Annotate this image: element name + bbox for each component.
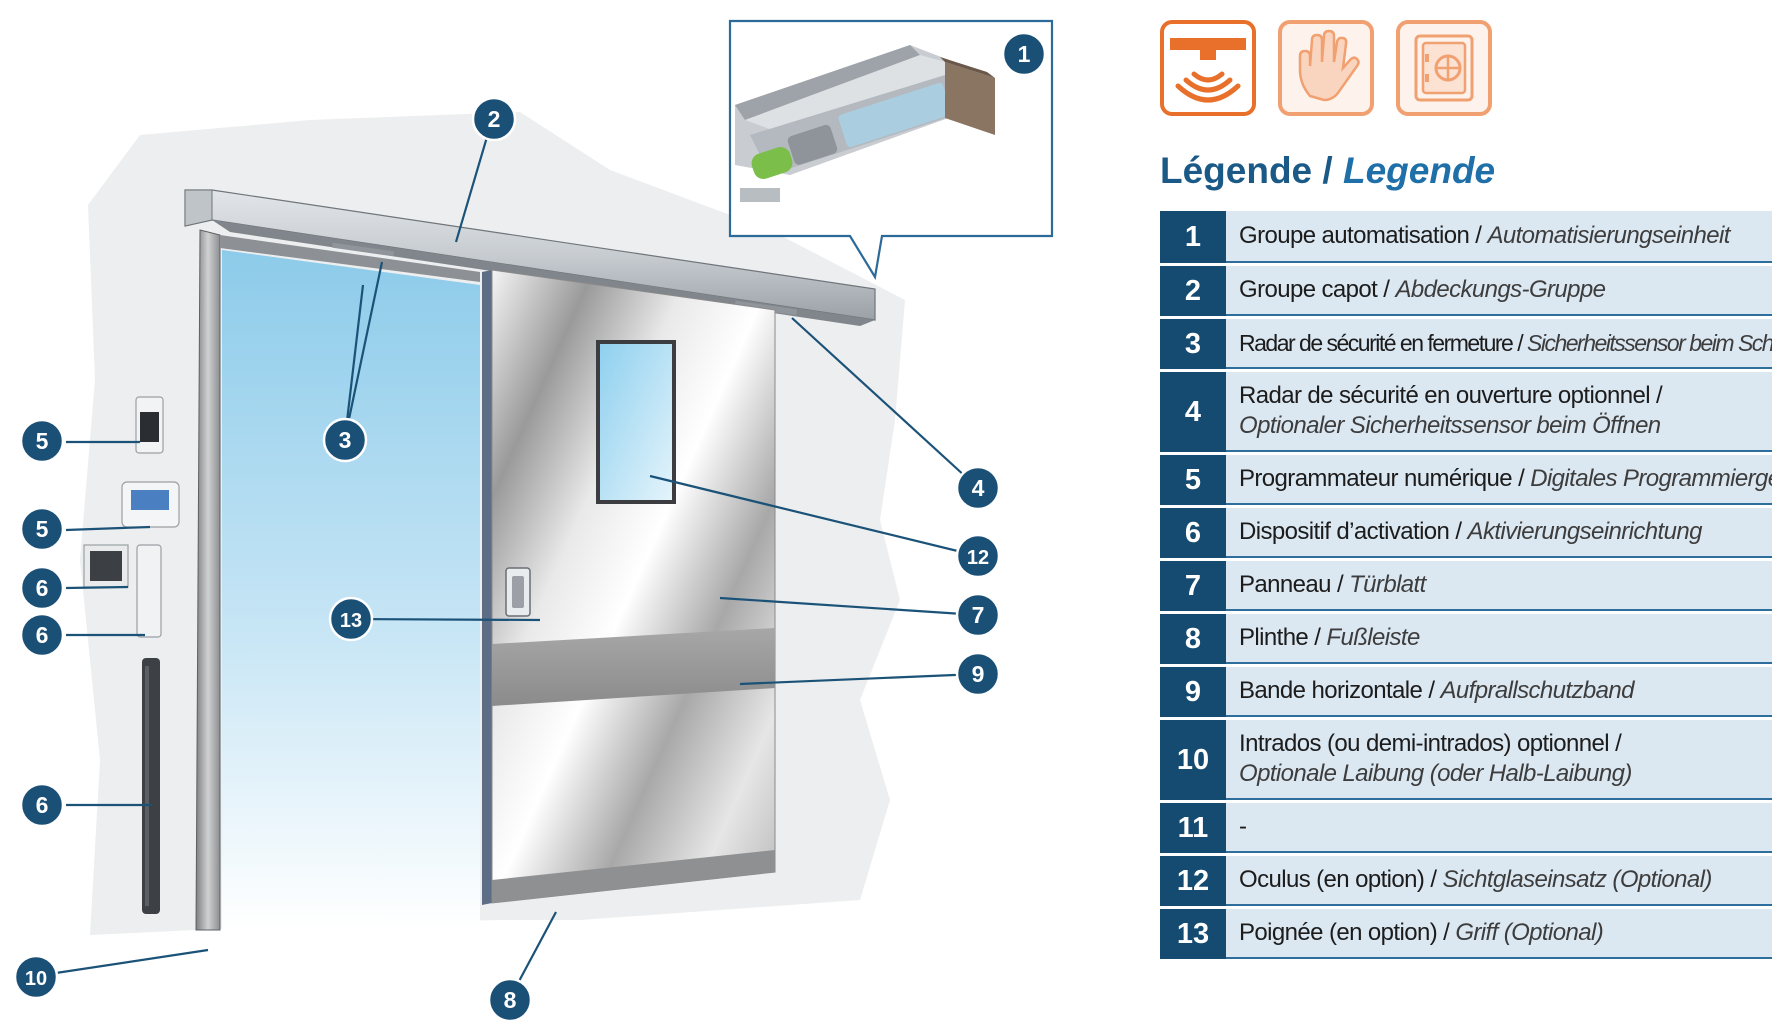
legend-number: 1 <box>1160 211 1226 263</box>
legend-text: Radar de sécurité en fermeture / Sicherh… <box>1226 319 1772 369</box>
svg-text:13: 13 <box>340 610 362 632</box>
safe-lock-icon <box>1396 20 1492 116</box>
hand-touch-icon <box>1278 20 1374 116</box>
svg-text:5: 5 <box>36 516 49 542</box>
svg-text:4: 4 <box>972 475 985 501</box>
svg-text:9: 9 <box>972 661 985 687</box>
svg-text:6: 6 <box>36 792 49 818</box>
legend-number: 4 <box>1160 372 1226 452</box>
legend-row-4: 4 Radar de sécurité en ouverture optionn… <box>1160 372 1772 452</box>
legend-row-2: 2 Groupe capot / Abdeckungs-Gruppe <box>1160 266 1772 316</box>
badge-6c: 6 <box>19 782 65 828</box>
legend-row-10: 10 Intrados (ou demi-intrados) optionnel… <box>1160 720 1772 800</box>
legend-text: Bande horizontale / Aufprallschutzband <box>1226 667 1772 717</box>
legend-number: 5 <box>1160 455 1226 505</box>
svg-text:12: 12 <box>967 547 989 569</box>
legend-text: Groupe capot / Abdeckungs-Gruppe <box>1226 266 1772 316</box>
legend-text: Plinthe / Fußleiste <box>1226 614 1772 664</box>
badge-6b: 6 <box>19 612 65 658</box>
legend-row-8: 8 Plinthe / Fußleiste <box>1160 614 1772 664</box>
svg-text:6: 6 <box>36 575 49 601</box>
legend-number: 11 <box>1160 803 1226 853</box>
legend-text: Dispositif d’activation / Aktivierungsei… <box>1226 508 1772 558</box>
badge-2: 2 <box>471 96 517 142</box>
legend-text: Poignée (en option) / Griff (Optional) <box>1226 909 1772 959</box>
svg-text:10: 10 <box>25 968 47 990</box>
legend-title: Légende / Legende <box>1160 150 1496 191</box>
legend-text: Programmateur numérique / Digitales Prog… <box>1226 455 1772 505</box>
badge-5a: 5 <box>19 418 65 464</box>
automation-unit-inset <box>728 19 1054 281</box>
glass-opening <box>222 250 480 930</box>
badge-4: 4 <box>955 465 1001 511</box>
legend-row-13: 13 Poignée (en option) / Griff (Optional… <box>1160 909 1772 959</box>
legend-row-11: 11 - <box>1160 803 1772 853</box>
legend-row-12: 12 Oculus (en option) / Sichtglaseinsatz… <box>1160 856 1772 906</box>
legend-number: 6 <box>1160 508 1226 558</box>
legend-text: Radar de sécurité en ouverture optionnel… <box>1226 372 1772 452</box>
legend-text: - <box>1226 803 1772 853</box>
badge-1: 1 <box>1001 31 1047 77</box>
door-panel <box>482 269 776 905</box>
svg-text:6: 6 <box>36 622 49 648</box>
wall-devices <box>83 396 180 914</box>
badge-7: 7 <box>955 592 1001 638</box>
badge-6a: 6 <box>19 565 65 611</box>
svg-text:8: 8 <box>504 987 517 1013</box>
svg-text:2: 2 <box>488 106 501 132</box>
legend-number: 8 <box>1160 614 1226 664</box>
legend-row-9: 9 Bande horizontale / Aufprallschutzband <box>1160 667 1772 717</box>
badge-12: 12 <box>955 533 1001 579</box>
legend-row-3: 3 Radar de sécurité en fermeture / Siche… <box>1160 319 1772 369</box>
legend-text: Intrados (ou demi-intrados) optionnel /O… <box>1226 720 1772 800</box>
legend-text: Panneau / Türblatt <box>1226 561 1772 611</box>
legend-row-6: 6 Dispositif d’activation / Aktivierungs… <box>1160 508 1772 558</box>
door-frame <box>195 229 480 931</box>
door-diagram: 1 2 3 4 5 5 6 6 6 7 8 9 10 12 13 <box>13 19 1054 1023</box>
badge-5b: 5 <box>19 506 65 552</box>
legend-number: 12 <box>1160 856 1226 906</box>
badge-3: 3 <box>322 417 368 463</box>
legend-number: 3 <box>1160 319 1226 369</box>
svg-text:3: 3 <box>339 427 352 453</box>
legend-number: 2 <box>1160 266 1226 316</box>
badge-10: 10 <box>13 954 59 1000</box>
legend-number: 13 <box>1160 909 1226 959</box>
leader-lines <box>35 119 979 999</box>
badge-13: 13 <box>328 596 374 642</box>
svg-text:1: 1 <box>1018 41 1031 67</box>
badge-8: 8 <box>487 977 533 1023</box>
badge-9: 9 <box>955 651 1001 697</box>
svg-text:5: 5 <box>36 428 49 454</box>
svg-text:7: 7 <box>972 602 985 628</box>
legend-row-5: 5 Programmateur numérique / Digitales Pr… <box>1160 455 1772 505</box>
legend-number: 7 <box>1160 561 1226 611</box>
legend-text: Oculus (en option) / Sichtglaseinsatz (O… <box>1226 856 1772 906</box>
legend-number: 9 <box>1160 667 1226 717</box>
legend-row-1: 1 Groupe automatisation / Automatisierun… <box>1160 211 1772 263</box>
sensor-activation-icon <box>1160 20 1256 116</box>
legend-row-7: 7 Panneau / Türblatt <box>1160 561 1772 611</box>
legend-text: Groupe automatisation / Automatisierungs… <box>1226 211 1772 263</box>
legend-number: 10 <box>1160 720 1226 800</box>
